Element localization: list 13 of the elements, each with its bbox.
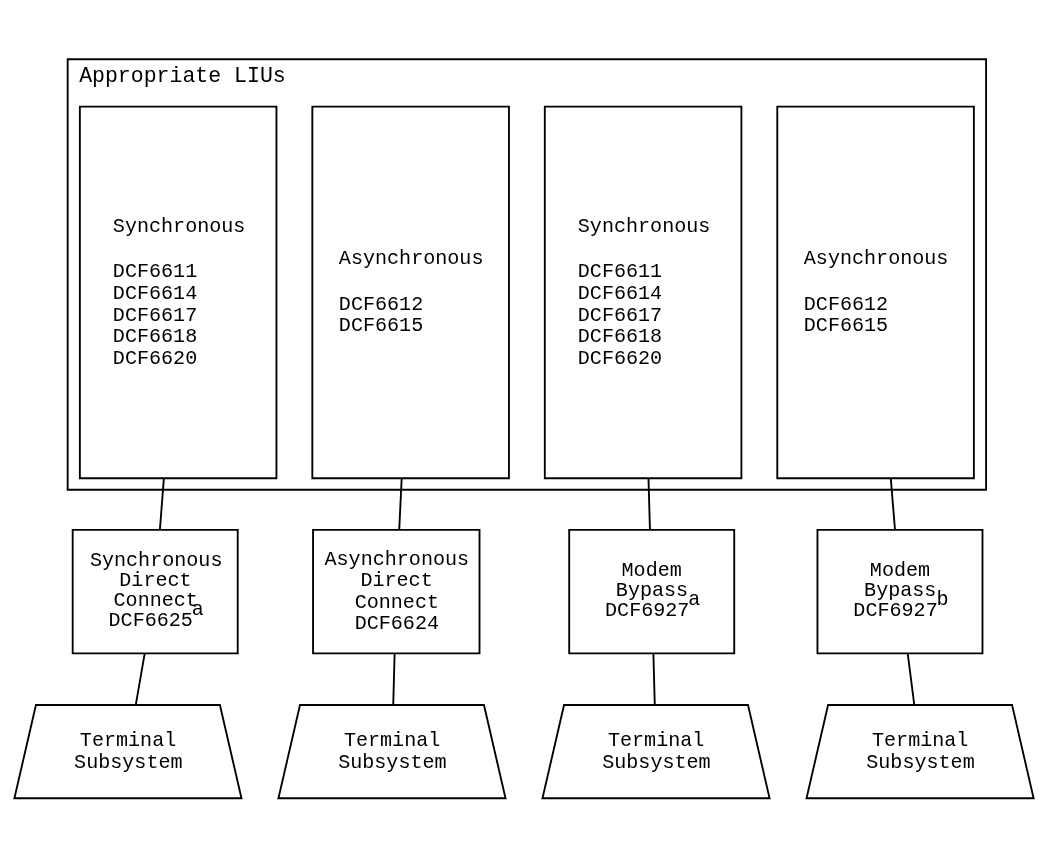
node-box: Asynchronous DCF6612 DCF6615	[311, 105, 510, 480]
connector	[134, 652, 146, 706]
node-box: Asynchronous DCF6612 DCF6615	[776, 105, 975, 480]
connector	[647, 477, 651, 531]
connector	[392, 652, 396, 706]
connector	[158, 477, 165, 531]
connector	[652, 652, 656, 706]
node-box: Synchronous DCF6611 DCF6614 DCF6617 DCF6618 DCF6620	[78, 105, 278, 480]
connector	[398, 477, 403, 531]
connector	[906, 652, 916, 706]
node-box: Asynchronous Direct Connect DCF6624	[312, 528, 481, 655]
node-box: Synchronous DCF6611 DCF6614 DCF6617 DCF6618 DCF6620	[543, 105, 743, 480]
connector	[889, 477, 896, 531]
